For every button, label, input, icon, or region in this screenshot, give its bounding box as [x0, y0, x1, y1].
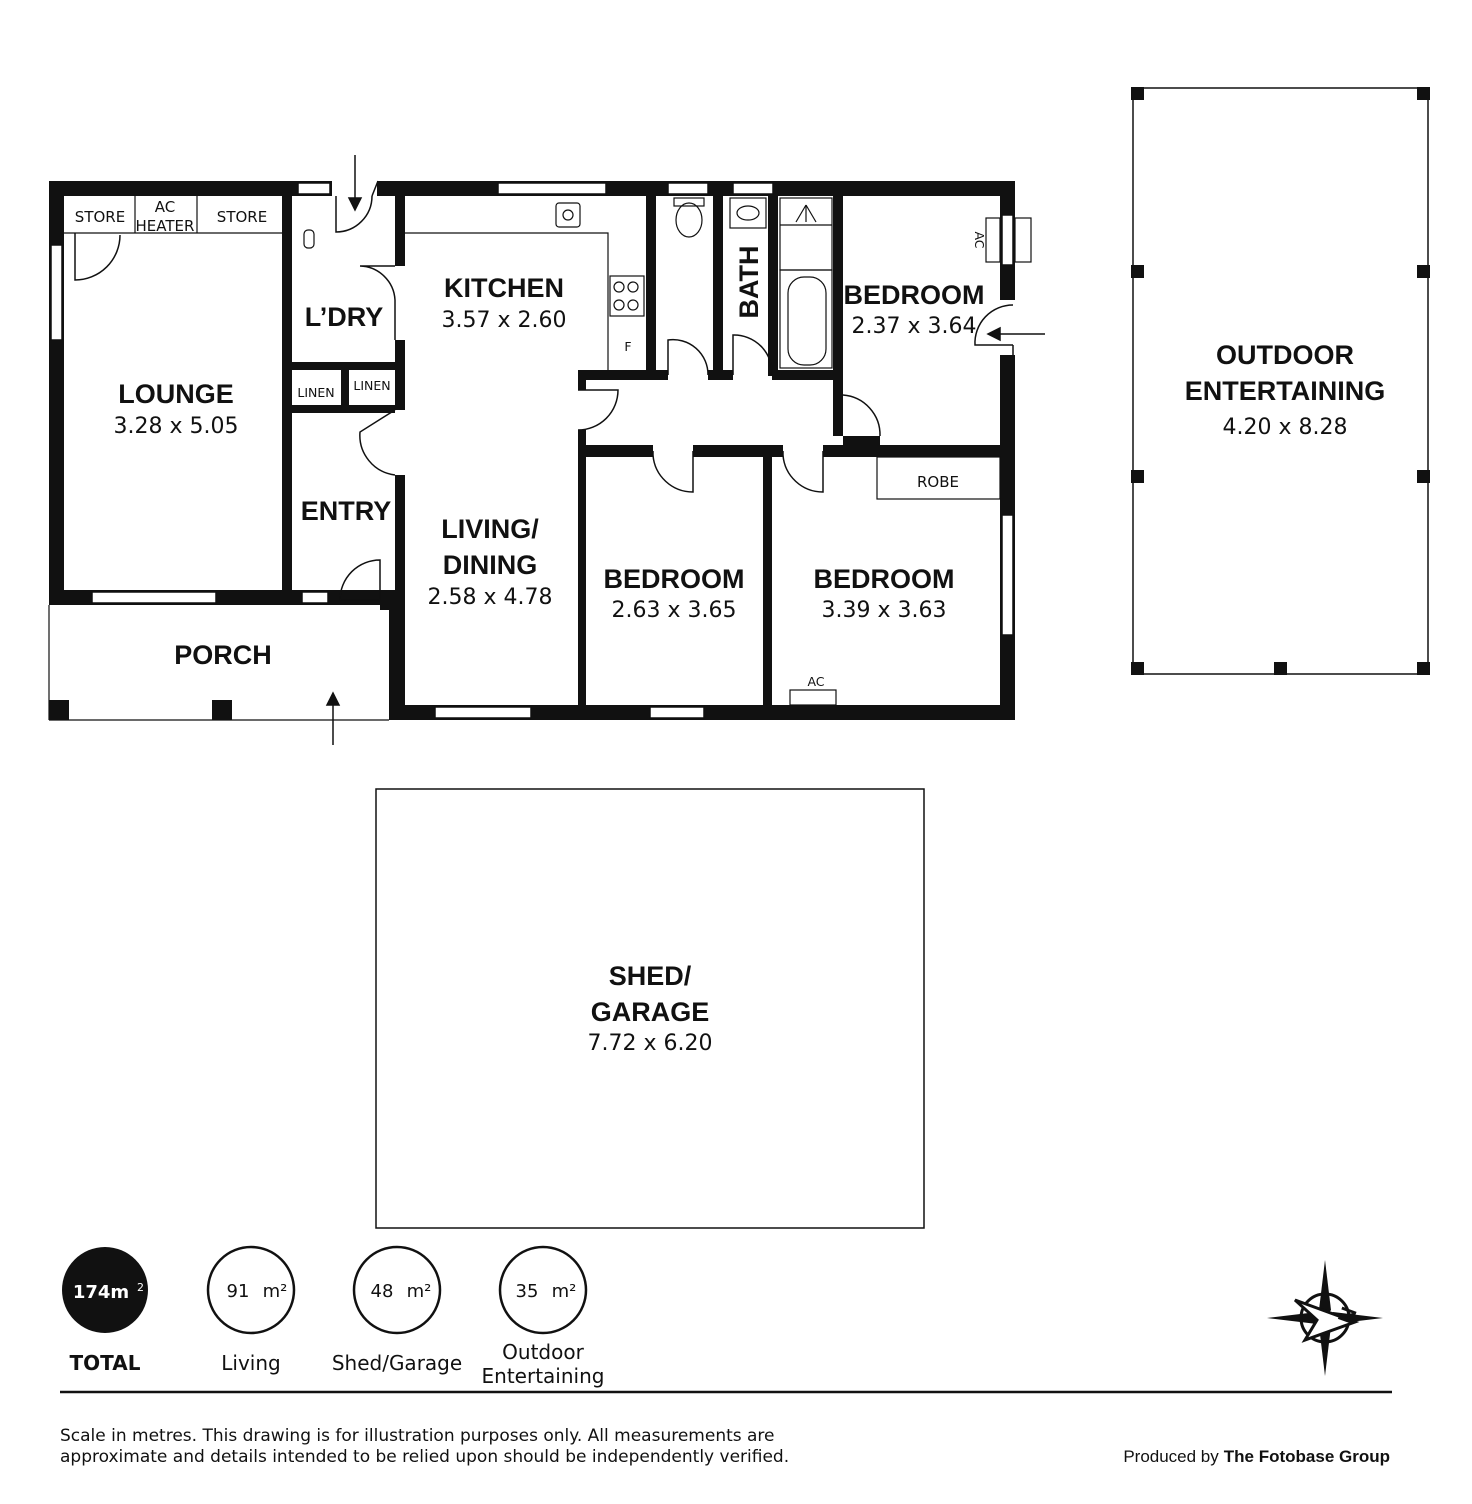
- bedroom2-name: BEDROOM: [604, 564, 745, 594]
- living-area-unit: m²: [263, 1281, 288, 1302]
- store-left-label: STORE: [75, 208, 125, 226]
- ac-bedroom1-label: AC: [972, 231, 987, 248]
- outdoor-area-label-1: Outdoor: [502, 1340, 584, 1364]
- shed-name-2: GARAGE: [591, 997, 710, 1027]
- shed-dims: 7.72 x 6.20: [588, 1031, 713, 1056]
- area-badge-living: 91 m² Living: [206, 1245, 296, 1375]
- ac-heater-label-2: HEATER: [136, 217, 195, 235]
- living-area-label: Living: [221, 1351, 280, 1375]
- porch-name: PORCH: [174, 640, 272, 670]
- bedroom1-dims: 2.37 x 3.64: [852, 314, 977, 339]
- bath-name: BATH: [734, 246, 764, 319]
- bathroom-fixtures: [673, 197, 833, 369]
- store-cabinets: [64, 196, 282, 234]
- store-right-label: STORE: [217, 208, 267, 226]
- credit-brand: The Fotobase Group: [1224, 1447, 1390, 1466]
- shed-area-label: Shed/Garage: [332, 1351, 462, 1375]
- laundry-name: L’DRY: [305, 302, 384, 332]
- living-area-value: 91: [227, 1281, 250, 1302]
- linen-left-label: LINEN: [297, 385, 334, 400]
- bedroom3-name: BEDROOM: [814, 564, 955, 594]
- total-area-label: TOTAL: [70, 1351, 141, 1375]
- lounge-name: LOUNGE: [118, 379, 234, 409]
- shed-area-value: 48: [371, 1281, 394, 1302]
- outdoor-area-unit: m²: [552, 1281, 577, 1302]
- bedroom3-dims: 3.39 x 3.63: [822, 598, 947, 623]
- fridge-label: F: [624, 339, 631, 354]
- compass-icon: N: [1267, 1260, 1383, 1376]
- area-badge-shed: 48 m² Shed/Garage: [332, 1245, 462, 1375]
- lounge-dims: 3.28 x 5.05: [114, 414, 239, 439]
- ac-heater-label-1: AC: [155, 198, 175, 216]
- bedroom-fixtures: [789, 217, 1032, 706]
- area-badge-outdoor: 35 m² Outdoor Entertaining: [482, 1245, 605, 1388]
- area-badge-total: 174m 2 TOTAL: [62, 1247, 148, 1375]
- living-name-2: DINING: [443, 550, 538, 580]
- shed-area-unit: m²: [407, 1281, 432, 1302]
- outdoor-area-label-2: Entertaining: [482, 1364, 605, 1388]
- outdoor-entertaining-outline: [1131, 87, 1430, 675]
- outdoor-area-value: 35: [516, 1281, 539, 1302]
- living-name-1: LIVING/: [441, 514, 539, 544]
- side-door-gap: [1000, 300, 1015, 355]
- bedroom2-dims: 2.63 x 3.65: [612, 598, 737, 623]
- credit-prefix: Produced by: [1123, 1447, 1219, 1466]
- bedroom1-name: BEDROOM: [844, 280, 985, 310]
- door-rear[interactable]: [335, 195, 373, 233]
- house-windows: [50, 182, 1014, 719]
- disclaimer-line-1: Scale in metres. This drawing is for ill…: [60, 1426, 775, 1446]
- shed-name-1: SHED/: [609, 961, 692, 991]
- shed-garage-outline: [375, 788, 925, 1229]
- porch-outline: [48, 600, 390, 721]
- outdoor-name-2: ENTERTAINING: [1185, 376, 1386, 406]
- total-area-unit: 2: [137, 1281, 144, 1294]
- ac-bedroom3-label: AC: [807, 674, 824, 689]
- doors: [74, 180, 1014, 601]
- living-dims: 2.58 x 4.78: [428, 585, 553, 610]
- entry-arrows: [325, 155, 1045, 745]
- disclaimer-line-2: approximate and details intended to be r…: [60, 1447, 789, 1467]
- total-area-value: 174m: [73, 1282, 129, 1303]
- outdoor-dims: 4.20 x 8.28: [1223, 415, 1348, 440]
- linen-right-label: LINEN: [353, 378, 390, 393]
- kitchen-dims: 3.57 x 2.60: [442, 308, 567, 333]
- kitchen-bench: [303, 202, 645, 370]
- kitchen-name: KITCHEN: [444, 273, 564, 303]
- credit-line: Produced by The Fotobase Group: [1123, 1447, 1390, 1466]
- robe-label: ROBE: [917, 473, 959, 491]
- outdoor-name-1: OUTDOOR: [1216, 340, 1354, 370]
- entry-name: ENTRY: [301, 496, 392, 526]
